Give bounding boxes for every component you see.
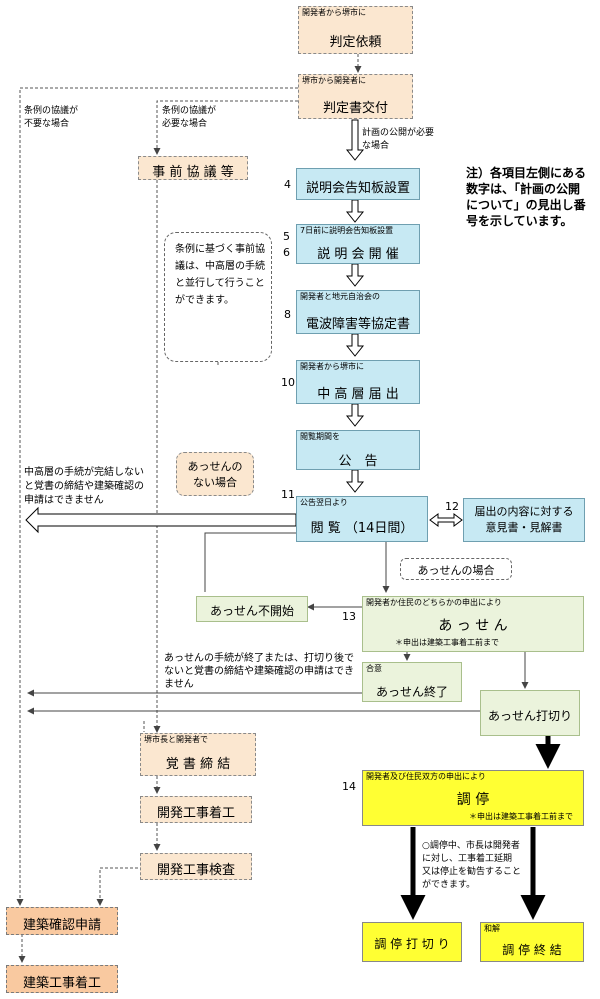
announce-main: 公 告 xyxy=(338,454,378,469)
midrise-small: 開発者から堺市に xyxy=(300,362,364,371)
left-warning: 中高層の手続が完結しないと覚書の締結や建築確認の申請はできません xyxy=(24,467,144,506)
mediation-box: 開発者か住民のどちらかの申出により あ っ せ ん ＊申出は建築工事着工前まで xyxy=(362,596,584,652)
conciliation-box: 開発者及び住民双方の申出により 調 停 ＊申出は建築工事着工前まで xyxy=(362,770,584,826)
conciliation-cut-main: 調 停 打 切 り xyxy=(374,937,450,951)
agreement-main: 覚 書 締 結 xyxy=(165,757,231,772)
issue-main: 判定書交付 xyxy=(322,101,388,116)
radio-main: 電波障害等協定書 xyxy=(305,317,410,332)
sign-number: 4 xyxy=(284,178,291,191)
mediation-cut-main: あっせん打切り xyxy=(487,709,572,723)
side-note: 注）各項目左側にある数字は、「計画の公開について」の見出し番号を示しています。 xyxy=(466,166,587,228)
viewing-number: 11 xyxy=(281,488,295,501)
request-main: 判定依頼 xyxy=(329,35,382,50)
mid-warning: あっせんの手続が終了または、打切り後でないと覚書の締結や建築確認の申請はできませ… xyxy=(164,653,354,690)
meeting-number: 5 6 xyxy=(283,230,290,259)
announce-small: 閲覧期間を xyxy=(300,432,340,441)
build-start-main: 建築工事着工 xyxy=(22,976,101,991)
radio-small: 開発者と地元自治会の xyxy=(300,292,380,301)
opinion-number: 12 xyxy=(445,500,459,513)
viewing-small: 公告翌日より xyxy=(300,498,348,507)
build-apply-main: 建築確認申請 xyxy=(22,918,101,933)
conciliation-main: 調 停 xyxy=(456,792,490,808)
radio-box: 開発者と地元自治会の 電波障害等協定書 xyxy=(296,290,420,334)
mediation-main: あ っ せ ん xyxy=(438,618,508,634)
mediation-case-text: あっせんの場合 xyxy=(417,564,495,577)
sign-main: 説明会告知板設置 xyxy=(305,181,410,196)
mediation-cut-box: あっせん打切り xyxy=(480,690,580,736)
request-box: 開発者から堺市に 判定依頼 xyxy=(298,6,413,54)
mediation-number: 13 xyxy=(342,610,356,623)
branch-no-label: 条例の協議が 不要な場合 xyxy=(24,106,79,129)
agreement-small: 堺市長と開発者で xyxy=(144,735,208,744)
dev-inspect-box: 開発工事検査 xyxy=(140,853,252,880)
mediation-end-box: 合意 あっせん終了 xyxy=(362,662,462,702)
conciliation-note: ○調停中、市長は開発者に対し、工事着工延期 又は停止を勧告することができます。 xyxy=(422,841,522,890)
no-mediation-case-tag: あっせんの ない場合 xyxy=(176,452,254,496)
build-start-box: 建築工事着工 xyxy=(6,965,118,993)
build-apply-box: 建築確認申請 xyxy=(6,907,118,935)
radio-number: 8 xyxy=(284,308,291,321)
viewing-box: 公告翌日より 閲 覧 （14日間） xyxy=(296,496,428,542)
settlement-main: 調 停 終 結 xyxy=(502,943,562,957)
no-mediation-start-main: あっせん不開始 xyxy=(209,604,294,618)
sign-box: 説明会告知板設置 xyxy=(296,168,420,200)
midrise-number: 10 xyxy=(281,376,295,389)
mediation-note: ＊申出は建築工事着工前まで xyxy=(395,638,499,647)
announce-box: 閲覧期間を 公 告 xyxy=(296,430,420,470)
settlement-small: 和解 xyxy=(484,924,500,933)
mediation-case-tag: あっせんの場合 xyxy=(400,558,512,580)
mediation-end-main: あっせん終了 xyxy=(375,685,448,699)
branch-publish-label: 計画の公開が必要 な場合 xyxy=(362,128,435,151)
opinion-box: 届出の内容に対する 意見書・見解書 xyxy=(463,498,585,542)
no-mediation-start-box: あっせん不開始 xyxy=(196,596,308,622)
request-small: 開発者から堺市に xyxy=(302,8,366,17)
conciliation-small: 開発者及び住民双方の申出により xyxy=(366,772,486,781)
dev-start-box: 開発工事着工 xyxy=(140,796,252,823)
meeting-main: 説 明 会 開 催 xyxy=(317,247,399,262)
parallel-note-bubble: 条例に基づく事前協議は、中高層の手続と並行して行うことができます。 xyxy=(164,232,272,362)
prior-consultation-box: 事 前 協 議 等 xyxy=(138,156,248,180)
issue-box: 堺市から開発者に 判定書交付 xyxy=(298,74,413,119)
prior-main: 事 前 協 議 等 xyxy=(152,165,234,180)
parallel-note-text: 条例に基づく事前協議は、中高層の手続と並行して行うことができます。 xyxy=(175,244,265,306)
viewing-main: 閲 覧 （14日間） xyxy=(310,521,414,536)
no-mediation-case-text: あっせんの ない場合 xyxy=(187,460,243,489)
conciliation-box-note: ＊申出は建築工事着工前まで xyxy=(469,812,573,821)
mediation-end-small: 合意 xyxy=(366,664,382,673)
settlement-box: 和解 調 停 終 結 xyxy=(480,922,584,962)
meeting-box: 7日前に説明会告知板設置 説 明 会 開 催 xyxy=(296,224,420,264)
midrise-main: 中 高 層 届 出 xyxy=(317,387,399,402)
mediation-small: 開発者か住民のどちらかの申出により xyxy=(366,598,502,607)
issue-small: 堺市から開発者に xyxy=(302,76,366,85)
branch-yes-label: 条例の協議が 必要な場合 xyxy=(162,106,217,129)
midrise-box: 開発者から堺市に 中 高 層 届 出 xyxy=(296,360,420,404)
agreement-box: 堺市長と開発者で 覚 書 締 結 xyxy=(140,733,256,776)
dev-start-main: 開発工事着工 xyxy=(156,806,235,821)
dev-inspect-main: 開発工事検査 xyxy=(156,863,235,878)
meeting-small: 7日前に説明会告知板設置 xyxy=(300,226,394,235)
conciliation-cut-box: 調 停 打 切 り xyxy=(362,922,462,962)
opinion-main: 届出の内容に対する 意見書・見解書 xyxy=(474,505,574,534)
conciliation-number: 14 xyxy=(342,780,356,793)
